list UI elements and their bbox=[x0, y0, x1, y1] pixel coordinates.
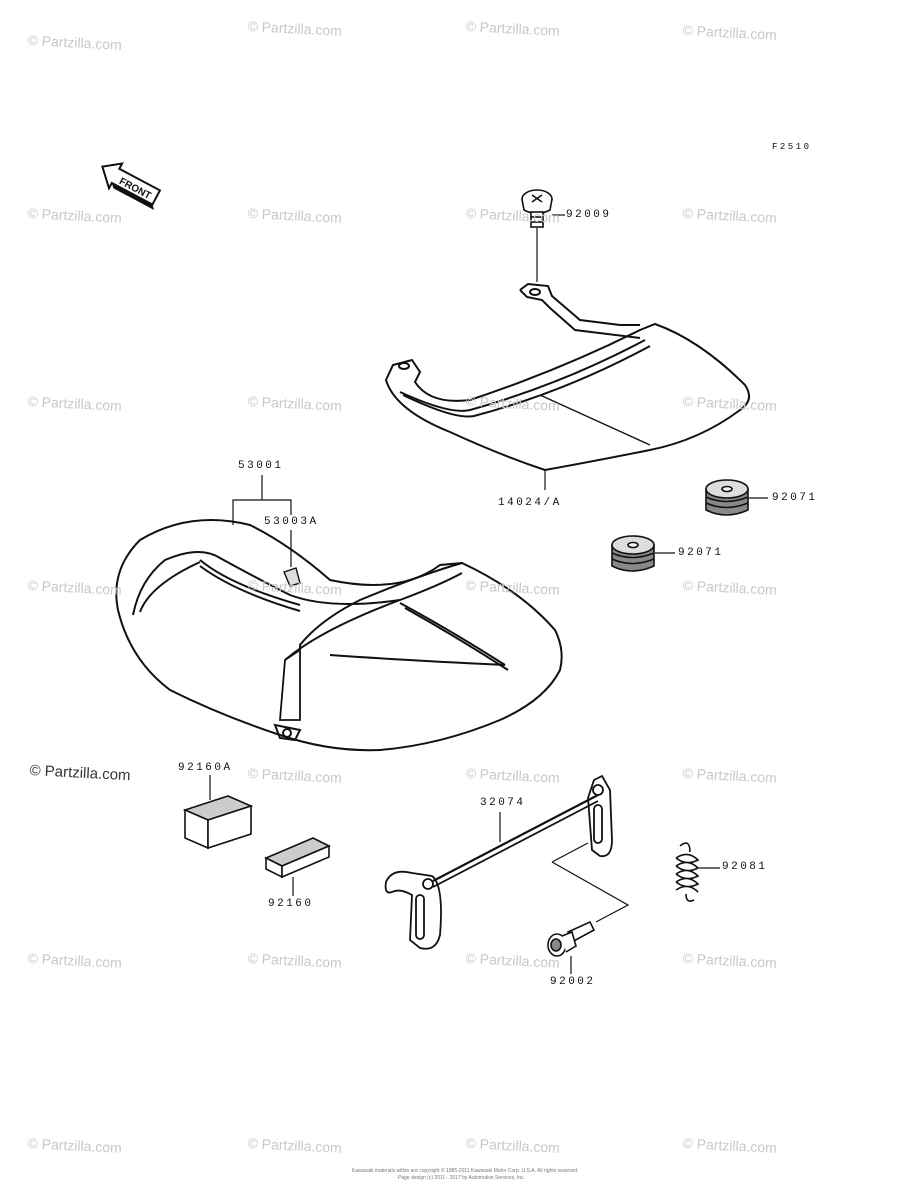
part-label-53003a[interactable]: 53003A bbox=[264, 516, 319, 528]
footer-design: Page design (c) 2011 - 2017 by Automotiv… bbox=[398, 1175, 525, 1181]
spring-icon bbox=[675, 842, 700, 902]
part-label-92009[interactable]: 92009 bbox=[566, 209, 612, 221]
damper-upper-icon bbox=[705, 479, 749, 516]
pad-a-icon bbox=[182, 795, 254, 850]
part-label-92002[interactable]: 92002 bbox=[550, 976, 596, 988]
bolt-top-icon bbox=[521, 189, 553, 282]
part-label-14024a[interactable]: 14024/A bbox=[498, 497, 562, 509]
footer-copyright: Kawasaki materials within are copyright … bbox=[352, 1168, 579, 1174]
part-label-92071-lower[interactable]: 92071 bbox=[678, 547, 724, 559]
rear-carrier-icon bbox=[384, 282, 750, 472]
seat-icon bbox=[115, 519, 563, 752]
bolt-bottom-icon bbox=[547, 920, 596, 957]
diagram-code: F2510 bbox=[772, 142, 812, 152]
front-arrow-icon: FRONT bbox=[101, 162, 162, 210]
part-label-92071-upper[interactable]: 92071 bbox=[772, 492, 818, 504]
part-label-92160a[interactable]: 92160A bbox=[178, 762, 233, 774]
part-label-92081[interactable]: 92081 bbox=[722, 861, 768, 873]
latch-rod-icon bbox=[384, 774, 613, 950]
part-label-92160[interactable]: 92160 bbox=[268, 898, 314, 910]
pad-b-icon bbox=[264, 837, 331, 879]
damper-lower-icon bbox=[611, 535, 655, 572]
part-label-53001[interactable]: 53001 bbox=[238, 460, 284, 472]
seat-tag-icon bbox=[283, 567, 301, 587]
part-label-32074[interactable]: 32074 bbox=[480, 797, 526, 809]
